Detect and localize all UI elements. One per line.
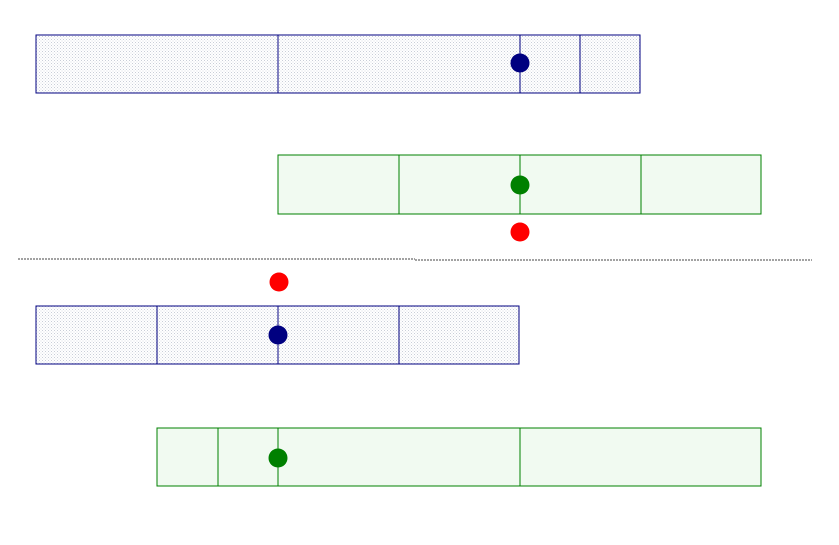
bottom-red-marker-dot [269,272,289,292]
top-section [35,34,762,242]
top-blue-marker-dot [510,53,530,73]
bottom-green-bar-body [156,427,762,487]
bottom-green-bar [156,427,762,487]
bottom-green-marker-dot [268,448,288,468]
bottom-blue-marker-dot [268,325,288,345]
top-blue-bar [35,34,641,94]
top-green-marker-dot [510,175,530,195]
top-blue-bar-body [35,34,641,94]
top-red-marker-dot [510,222,530,242]
bottom-section [35,272,762,487]
